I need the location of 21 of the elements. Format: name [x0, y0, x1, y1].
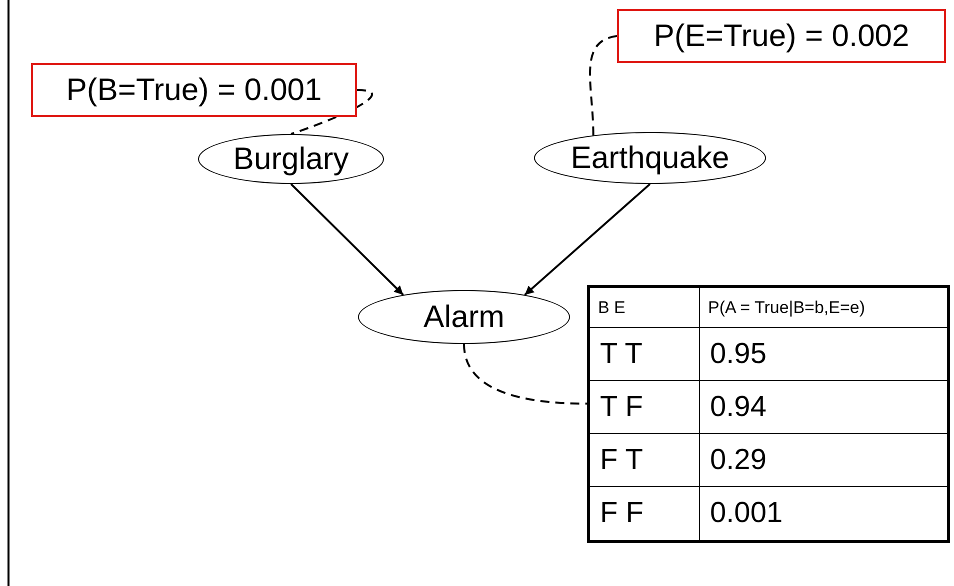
variable-label: Earthquake	[570, 140, 730, 176]
probability-table	[587, 285, 950, 543]
probability-box	[617, 9, 946, 63]
table-cell: 0.94	[700, 381, 947, 434]
variable-label: Alarm	[424, 299, 504, 335]
variable-label: Burglary	[233, 141, 349, 177]
table-header: B E	[590, 288, 700, 328]
probability-box	[31, 63, 357, 117]
table-cell: 0.95	[700, 328, 947, 381]
dashed-connector	[463, 344, 588, 405]
probability-label: P(E=True) = 0.002	[654, 18, 910, 54]
table-cell: 0.29	[700, 434, 947, 487]
table-cell: F T	[590, 434, 700, 487]
arrow	[290, 183, 404, 296]
table-cell: T T	[590, 328, 700, 381]
table-header: P(A = True|B=b,E=e)	[700, 288, 947, 328]
table-cell: F F	[590, 487, 700, 540]
probability-label: P(B=True) = 0.001	[66, 72, 322, 108]
dashed-connector	[589, 35, 618, 136]
table-cell-text: 0.001	[709, 496, 784, 531]
table-cell: T F	[590, 381, 700, 434]
